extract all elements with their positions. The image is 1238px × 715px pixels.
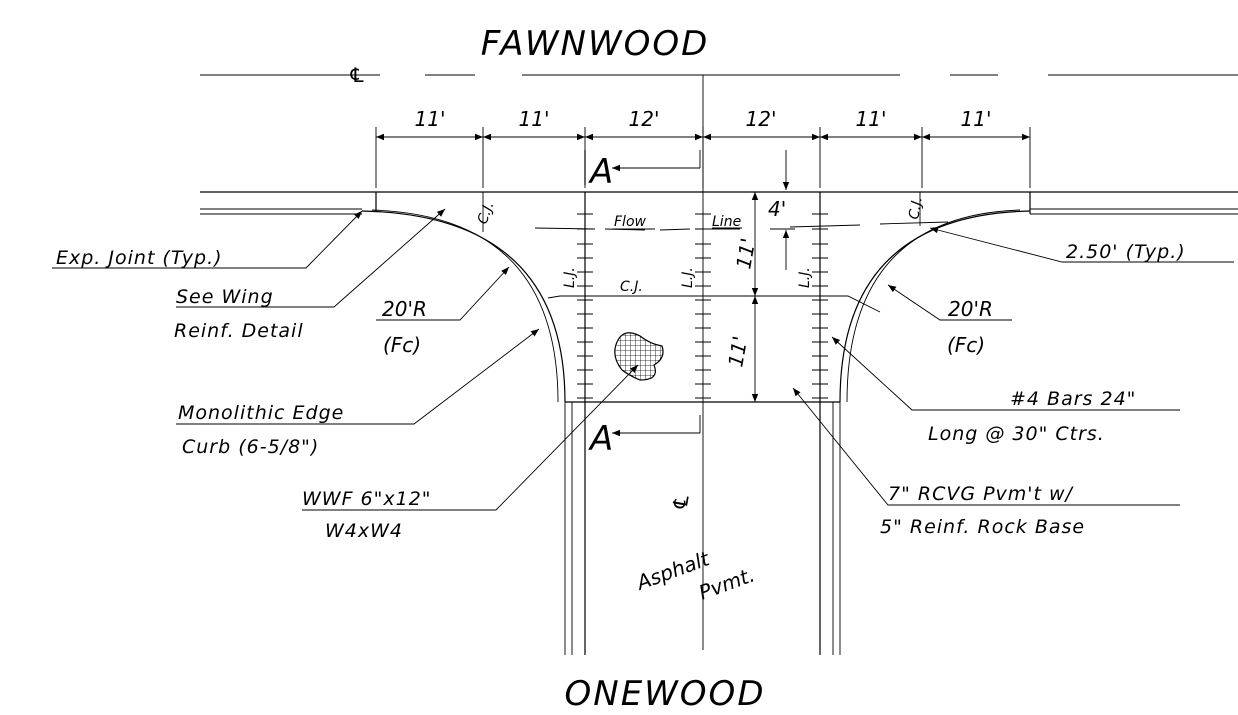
street-name-bottom: ONEWOOD [565,674,766,714]
label-monolithic-edge: Monolithic Edge [178,402,344,424]
label-reinf-detail: Reinf. Detail [174,320,304,342]
valley-gutter-slab [547,295,881,403]
label-bars: #4 Bars 24" [1010,388,1136,410]
section-a-bottom [612,415,701,437]
street-name-top: FAWNWOOD [481,24,710,64]
side-centerline-symbol: ℄ [667,491,694,513]
label-exp-joint: Exp. Joint (Typ.) [56,247,223,269]
lj-label-left: L.J. [562,267,578,288]
label-see-wing: See Wing [176,286,274,308]
flow-label: Flow [614,214,647,230]
label-rock-base: 5" Reinf. Rock Base [880,516,1085,538]
label-radius-left: 20'R [382,297,427,321]
label-typ-250: 2.50' (Typ.) [1066,241,1186,263]
section-a-top [584,150,701,185]
left-curb-return [361,209,566,403]
top-dimension-string [375,127,1031,188]
vertical-dimensions [751,150,795,402]
dim-top-5: 11' [856,107,887,131]
line-label: Line [712,214,741,230]
cj-label-right: C.J. [906,195,926,220]
label-bars-long: Long @ 30" Ctrs. [928,423,1105,445]
section-mark-top: A [588,152,615,192]
cj-label-center: C.J. [620,279,643,295]
section-mark-bottom: A [588,419,615,459]
right-curb-return [839,209,1031,403]
longitudinal-joint-ticks [577,213,828,399]
lj-label-center: L.J. [680,267,696,288]
lj-label-right: L.J. [797,267,813,288]
label-radius-right: 20'R [948,297,993,321]
label-curb: Curb (6-5/8") [182,436,319,458]
label-rcvg: 7" RCVG Pvm't w/ [888,483,1075,505]
onewood-edges [564,75,841,655]
label-fc-right: (Fc) [947,333,985,357]
dim-top-3: 12' [629,107,660,131]
left-leaders [52,208,639,511]
flow-line [534,221,949,231]
label-w4xw4: W4xW4 [325,520,403,542]
label-wwf: WWF 6"x12" [302,488,432,510]
dim-depth-1: 11' [731,236,760,271]
cj-label-left: C.J. [475,199,498,226]
dim-top-2: 11' [519,107,550,131]
fawnwood-pavement-edges [200,191,1238,215]
dim-top-4: 12' [746,107,777,131]
top-centerline-symbol: ℄ [348,63,366,87]
dim-depth-2: 11' [723,334,752,369]
dim-top-6: 11' [961,107,992,131]
label-fc-left: (Fc) [383,333,421,357]
wwf-mesh-patch [614,332,664,381]
right-leaders [792,226,1234,506]
dim-4ft: 4' [768,197,786,221]
dim-top-1: 11' [415,107,446,131]
